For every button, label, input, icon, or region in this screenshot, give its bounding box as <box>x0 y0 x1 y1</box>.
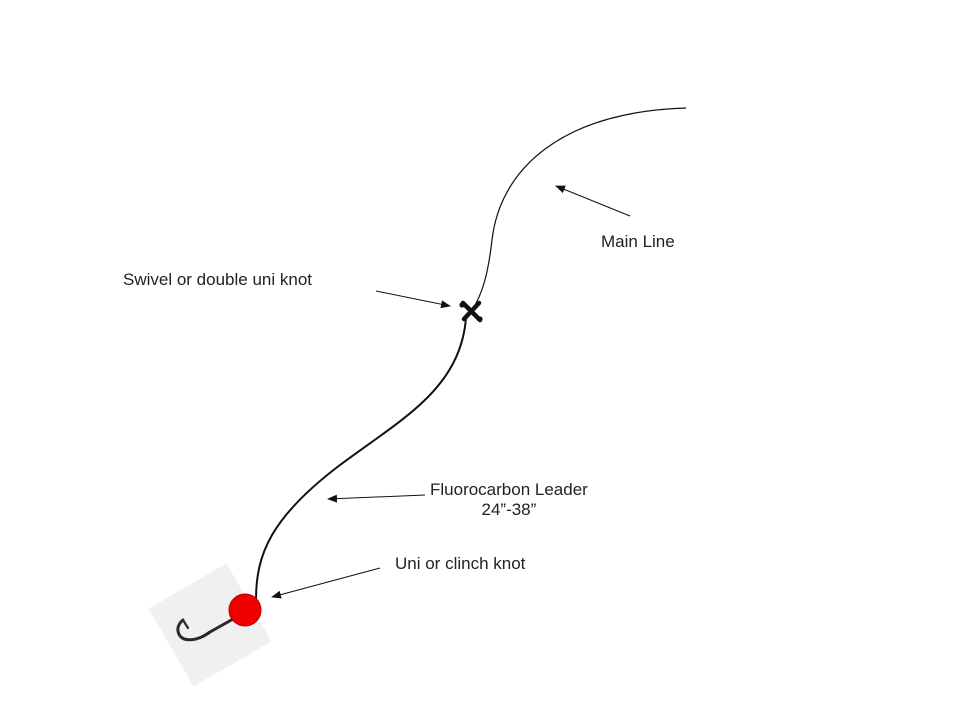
leader-length-text: 24”-38” <box>481 500 537 519</box>
red-bead-icon <box>228 593 262 627</box>
leader-arrow <box>327 494 426 503</box>
main-line-arrow <box>555 185 631 217</box>
fluorocarbon-leader <box>255 317 467 601</box>
hook-image-backdrop <box>148 563 272 687</box>
main-line-label: Main Line <box>601 232 675 251</box>
leader-name-text: Fluorocarbon Leader <box>430 480 588 499</box>
uni-knot-arrow <box>271 567 381 599</box>
swivel-knot-icon <box>459 300 483 323</box>
main-line <box>471 107 687 311</box>
uni-knot-label: Uni or clinch knot <box>395 554 526 573</box>
swivel-label: Swivel or double uni knot <box>123 270 313 289</box>
swivel-arrow <box>375 290 451 309</box>
leader-label: Fluorocarbon Leader 24”-38” <box>430 480 588 520</box>
